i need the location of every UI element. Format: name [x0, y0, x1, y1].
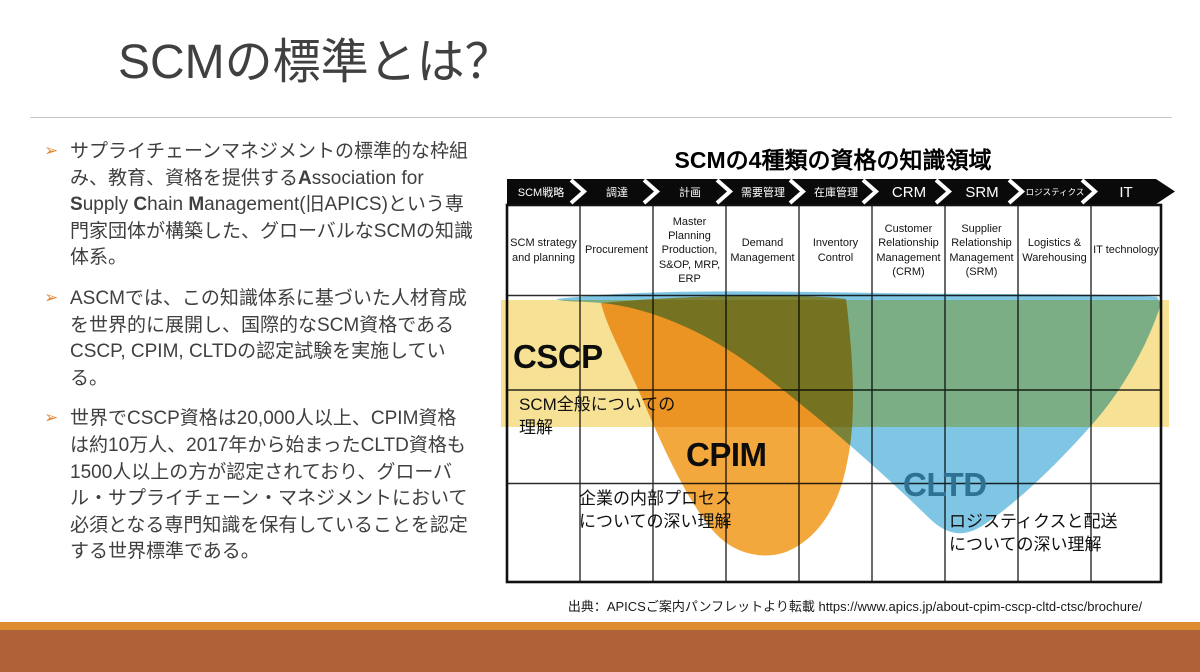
chevron-right-icon	[569, 178, 588, 205]
table-cell-procurement: Procurement	[585, 244, 648, 257]
table-cell-demand: Demand Management	[730, 237, 795, 264]
table-cell-srm: Supplier Relationship Management (SRM)	[949, 222, 1014, 278]
chevron-right-icon	[788, 178, 807, 205]
process-arrow-band	[507, 179, 1175, 204]
table-cell-inventory: Inventory Control	[812, 237, 859, 264]
arrow-bullet-icon: ➢	[44, 287, 59, 307]
arrow-step-inventory: 在庫管理	[814, 187, 858, 199]
cscp-label: CSCP	[513, 338, 603, 375]
arrow-step-scm-strategy: SCM戦略	[517, 187, 565, 199]
chevron-right-icon	[934, 178, 953, 205]
arrow-step-planning: 計画	[679, 187, 701, 199]
cltd-caption: ロジスティクスと配送 についての深い理解	[949, 512, 1118, 554]
bullet-list: ➢ サプライチェーンマネジメントの標準的な枠組み、教育、資格を提供するAssoc…	[44, 139, 480, 580]
arrow-step-logistics: ロジスティクス	[1025, 187, 1085, 197]
chevron-right-icon	[715, 178, 734, 205]
cltd-label: CLTD	[903, 466, 987, 503]
table-cell-crm: Customer Relationship Management (CRM)	[876, 222, 941, 278]
footer-band	[0, 630, 1200, 672]
footer-stripe	[0, 622, 1200, 630]
arrow-bullet-icon: ➢	[44, 141, 59, 160]
arrow-step-crm: CRM	[891, 183, 927, 201]
bullet-item-2: ➢ ASCMでは、この知識体系に基づいた人材育成を世界的に展開し、国際的なSCM…	[44, 286, 480, 392]
arrow-bullet-icon: ➢	[44, 408, 59, 428]
cpim-caption: 企業の内部プロセス についての深い理解	[579, 489, 732, 531]
table-cell-planning: Master Planning Production, S&OP, MRP, E…	[658, 215, 721, 285]
chevron-right-icon	[861, 178, 880, 205]
page-title: SCMの標準とは？	[118, 36, 513, 89]
cltd-blob-shape	[556, 291, 1161, 534]
bullet-item-1: ➢ サプライチェーンマネジメントの標準的な枠組み、教育、資格を提供するAssoc…	[44, 139, 480, 272]
cscp-caption: SCM全般についての 理解	[519, 395, 676, 437]
arrow-step-demand: 需要管理	[741, 187, 785, 199]
arrow-step-procurement: 調達	[606, 187, 628, 199]
chevron-right-icon	[1007, 178, 1026, 205]
chevron-right-icon	[1080, 178, 1099, 205]
bullet-text: 世界でCSCP資格は20,000人以上、CPIM資格は約10万人、2017年から…	[70, 408, 468, 563]
cpim-label: CPIM	[686, 436, 767, 473]
title-divider	[30, 117, 1172, 118]
bullet-text: ASCMでは、この知識体系に基づいた人材育成を世界的に展開し、国際的なSCM資格…	[70, 287, 467, 389]
table-cell-it: IT technology	[1093, 244, 1159, 257]
table-cell-logistics: Logistics & Warehousing	[1022, 237, 1087, 264]
arrow-step-it: IT	[1119, 183, 1133, 201]
source-note: 出典：APICSご案内パンフレットより転載 https://www.apics.…	[567, 599, 1143, 614]
chevron-right-icon	[642, 178, 661, 205]
diagram-title: SCMの4種類の資格の知識領域	[674, 147, 992, 173]
chevron-separators	[569, 178, 1099, 205]
table-cell-scm-strategy: SCM strategy and planning	[510, 237, 577, 264]
bullet-text: サプライチェーンマネジメントの標準的な枠組み、教育、資格を提供するAssocia…	[70, 141, 474, 269]
bullet-item-3: ➢ 世界でCSCP資格は20,000人以上、CPIM資格は約10万人、2017年…	[44, 406, 480, 566]
arrow-step-srm: SRM	[965, 183, 999, 201]
